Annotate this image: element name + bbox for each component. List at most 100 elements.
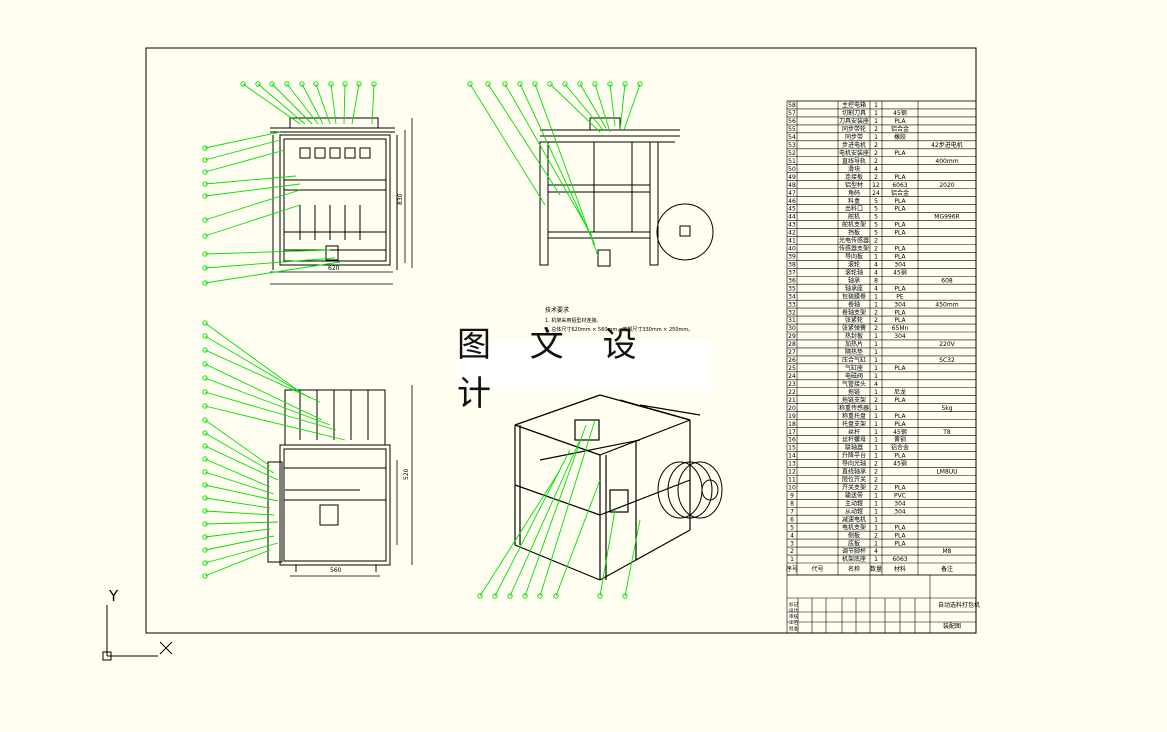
bom-cell-no: 35 (788, 285, 796, 292)
leader-dot (202, 361, 208, 367)
bom-cell-name: 料盒 (848, 197, 860, 205)
title-block[interactable] (786, 574, 977, 634)
bom-cell-name: 主控电箱 (842, 101, 866, 109)
bom-cell-mat: PLA (894, 413, 906, 420)
bom-cell-mat: PLA (894, 150, 906, 157)
bom-cell-qty: 2 (874, 469, 878, 476)
leader-line (204, 189, 301, 221)
bom-cell-qty: 1 (874, 293, 878, 300)
leader-dot (202, 389, 208, 395)
bom-cell-mat: PLA (894, 524, 906, 531)
bom-cell-note: 5kg (941, 405, 952, 412)
leader-line (204, 510, 275, 516)
bom-cell-note: 220V (939, 341, 955, 348)
front-view[interactable] (270, 117, 398, 270)
bom-cell-qty: 5 (874, 206, 878, 213)
side-view[interactable] (539, 117, 714, 267)
top-view[interactable] (267, 389, 391, 572)
bom-cell-name: 步进电机 (842, 141, 866, 149)
bom-cell-name: 托盘支架 (842, 420, 866, 428)
bom-cell-no: 57 (788, 110, 796, 117)
bom-cell-qty: 2 (874, 532, 878, 539)
bom-cell-no: 6 (790, 516, 794, 523)
leader-dot (284, 81, 290, 87)
bom-cell-mat: 304 (894, 500, 906, 507)
leader-line (204, 349, 321, 403)
bom-cell-name: 底板 (848, 539, 860, 547)
leader-line (204, 497, 271, 509)
leader-line (371, 83, 375, 125)
tech-notes-line-1: 1. 机架采用铝型材连接。 (545, 317, 601, 324)
bom-cell-qty: 1 (874, 102, 878, 109)
leader-line (204, 249, 331, 255)
bom-cell-qty: 2 (874, 174, 878, 181)
bom-cell-name: 称重传感器 (839, 404, 869, 412)
bom-cell-name: 铝型材 (845, 181, 863, 189)
bom-cell-qty: 1 (874, 508, 878, 515)
isometric-film-roll[interactable] (657, 461, 723, 519)
leader-dot (547, 81, 553, 87)
isometric-view[interactable] (514, 394, 701, 581)
